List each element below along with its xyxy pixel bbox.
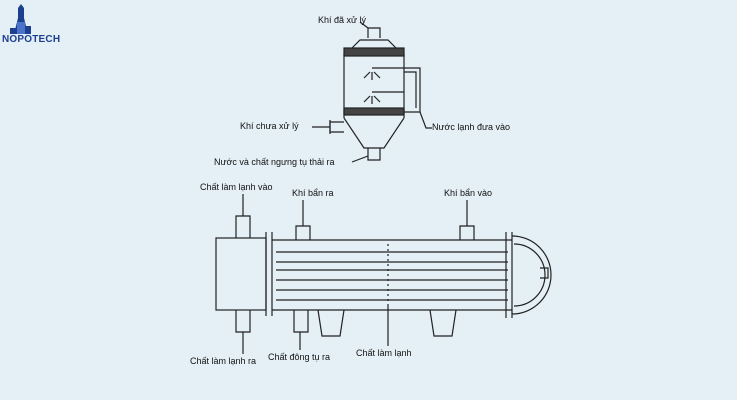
scrubber-tower [329,27,421,161]
label-cold-water-in: Nước lạnh đưa vào [432,122,510,132]
label-coolant: Chất làm lạnh [356,348,412,358]
label-condensate-out: Chất đông tụ ra [268,352,331,362]
cold-water-leader [419,111,432,129]
drain-leader [351,155,369,163]
label-coolant-out: Chất làm lạnh ra [190,356,257,366]
treated-gas-leader [359,21,369,29]
label-water-condensate-out: Nước và chất ngưng tụ thải ra [214,157,335,167]
label-dirty-gas-out: Khí bẩn ra [292,188,334,198]
logo-text: NOPOTECH [2,34,61,45]
logo-building-icon [10,4,31,34]
condenser [215,215,552,337]
label-dirty-gas-in: Khí bẩn vào [444,188,493,198]
label-untreated-gas: Khí chưa xử lý [240,121,299,131]
label-treated-gas: Khí đã xử lý [318,15,367,25]
label-coolant-in: Chất làm lạnh vào [200,182,273,192]
